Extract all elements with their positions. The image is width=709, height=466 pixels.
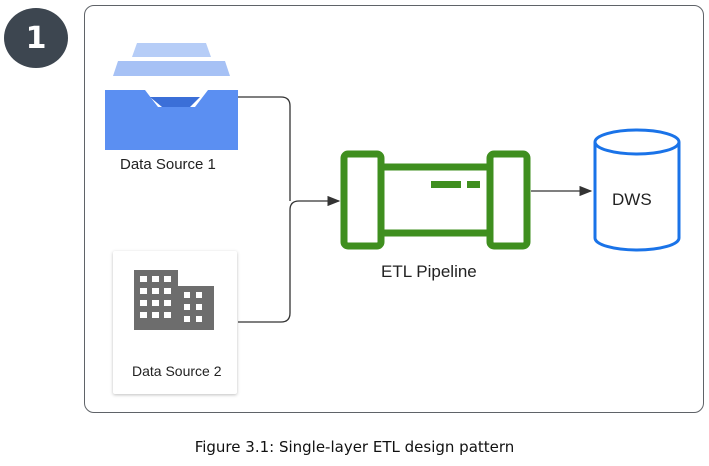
figure-caption: Figure 3.1: Single-layer ETL design patt… [194, 438, 515, 456]
data-source-2-label: Data Source 2 [132, 363, 222, 379]
dws-label: DWS [612, 190, 652, 209]
data-source-1-label: Data Source 1 [120, 156, 216, 173]
pipeline-indicator-bars [431, 181, 480, 188]
pipeline-icon [340, 150, 531, 250]
diagram-frame [84, 5, 704, 413]
inbox-tray-icon [105, 43, 238, 150]
database-cylinder-icon [593, 128, 681, 252]
building-icon [134, 270, 214, 330]
step-number-badge: 1 [4, 8, 68, 68]
etl-pipeline-label: ETL Pipeline [381, 262, 477, 281]
arrow-to-etl [289, 195, 341, 211]
connector-ds1-to-etl [238, 96, 291, 201]
connector-ds2-to-etl [238, 210, 291, 323]
